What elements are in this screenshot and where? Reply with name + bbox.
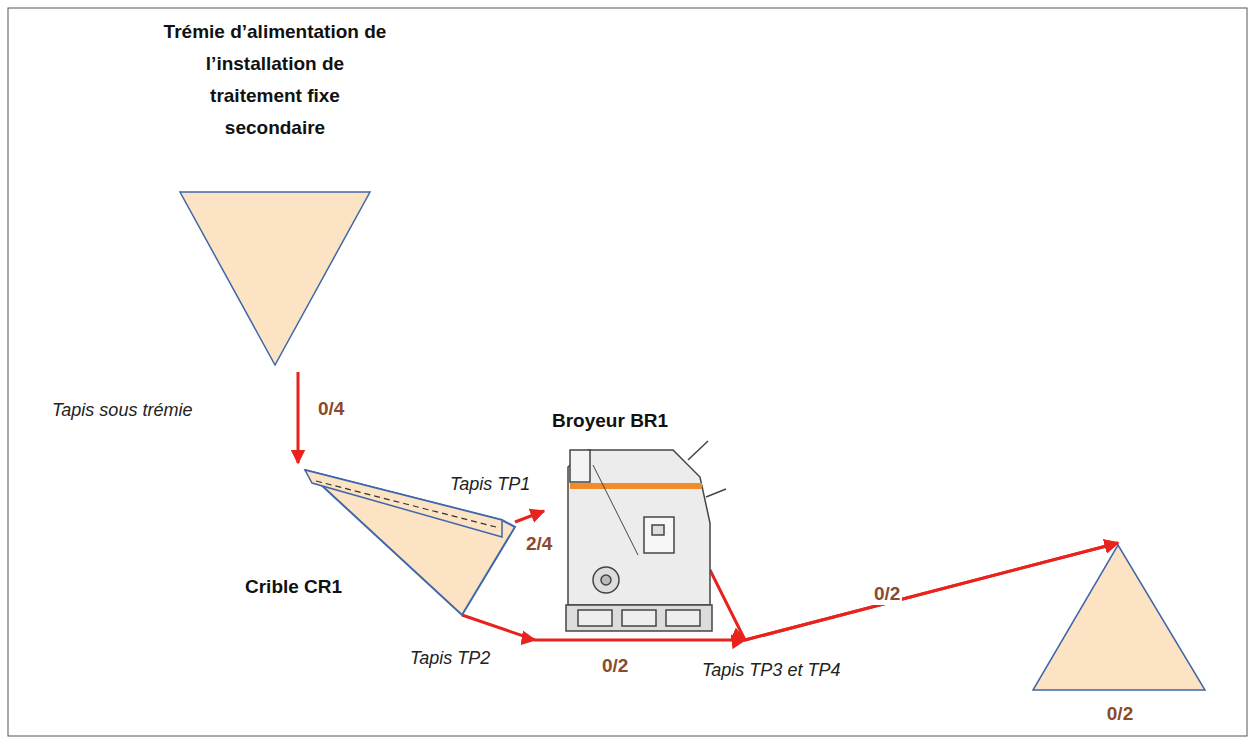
node-label: 0/2 — [1025, 698, 1215, 730]
node-label: Trémie d’alimentation de l’installation … — [161, 16, 389, 144]
stockpile-shape — [1033, 545, 1205, 690]
grading-label: 0/2 — [600, 655, 630, 677]
grading-label: 0/4 — [316, 398, 346, 420]
feed-hopper: Trémie d’alimentation de l’installation … — [145, 12, 405, 372]
conveyor-name: Tapis TP2 — [408, 648, 492, 669]
conveyor-arrow — [515, 511, 544, 522]
conveyor-arrow — [462, 543, 1118, 640]
conveyor-name: Tapis TP3 et TP4 — [700, 660, 842, 681]
node-label: Broyeur BR1 — [552, 405, 668, 437]
hopper-shape — [180, 192, 370, 365]
crusher: Broyeur BR1 — [548, 405, 733, 640]
conveyor-name: Tapis sous trémie — [50, 400, 194, 421]
shape-outline — [548, 405, 733, 640]
conveyor-arrow — [710, 543, 1118, 640]
conveyor-arrow — [297, 372, 300, 463]
conveyor-name: Tapis TP1 — [448, 474, 532, 495]
grading-label: 0/2 — [872, 583, 902, 605]
grading-label: 2/4 — [524, 533, 554, 555]
border — [8, 8, 1247, 736]
node-label: Crible CR1 — [245, 571, 342, 603]
crusher-picture — [566, 441, 726, 631]
stockpile: 0/2 — [1025, 540, 1219, 740]
